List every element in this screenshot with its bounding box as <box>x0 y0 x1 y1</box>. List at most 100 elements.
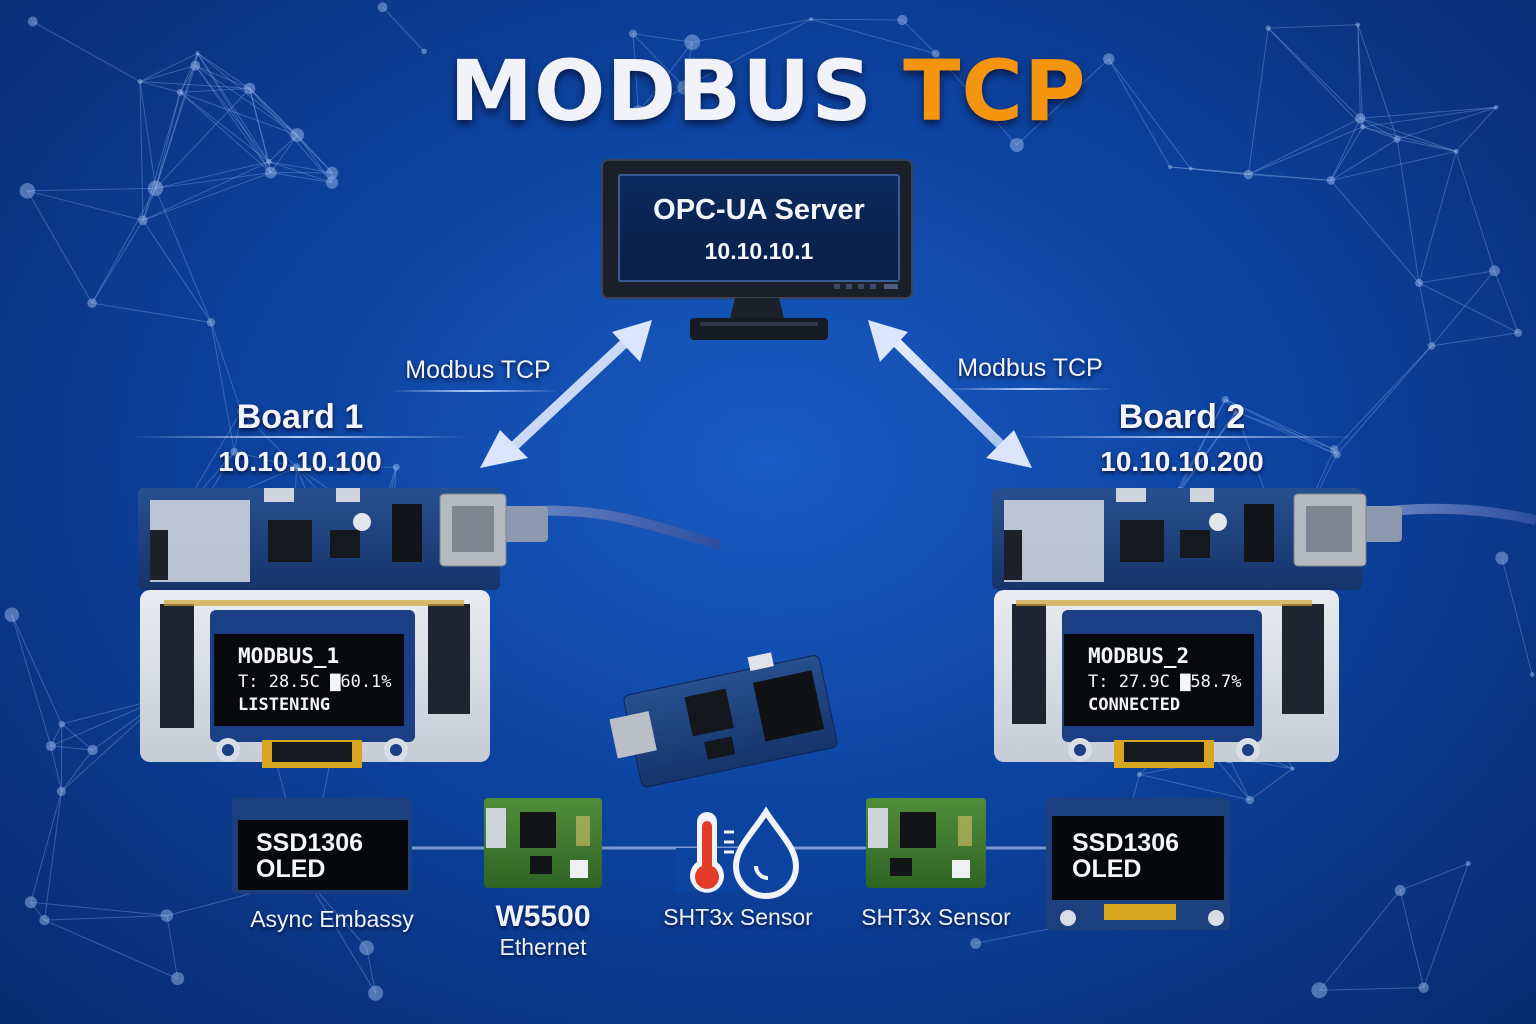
mesh-link <box>155 172 271 189</box>
mesh-link <box>166 915 179 979</box>
mesh-link <box>30 901 167 917</box>
mesh-link <box>210 322 242 412</box>
mesh-link <box>1249 768 1293 801</box>
mesh-node <box>897 14 908 26</box>
mesh-link <box>44 915 167 921</box>
link-arrow-right <box>868 320 1032 468</box>
mesh-link <box>1419 270 1495 284</box>
mesh-link <box>155 65 196 189</box>
mesh-link <box>1318 890 1401 991</box>
link-arrow-left <box>480 320 652 468</box>
mesh-node <box>87 298 97 308</box>
mesh-link <box>1333 345 1432 450</box>
mesh-link <box>1169 166 1191 170</box>
mesh-node <box>1103 53 1115 65</box>
mesh-link <box>30 901 45 921</box>
mesh-link <box>155 53 199 189</box>
mesh-node <box>171 972 185 986</box>
mesh-node <box>1232 408 1240 416</box>
mesh-node <box>1529 672 1535 678</box>
mesh-link <box>684 42 693 88</box>
mesh-node <box>970 937 982 949</box>
mesh-link <box>179 53 199 93</box>
server-screen: OPC-UA Server 10.10.10.1 <box>618 174 900 282</box>
mesh-link <box>1228 757 1251 801</box>
mesh-node <box>1221 395 1229 403</box>
mesh-node <box>230 447 239 456</box>
mesh-node <box>1513 328 1523 337</box>
board-2-oled-name: MODBUS_2 <box>1088 644 1190 668</box>
mesh-node <box>1427 342 1436 350</box>
mesh-link <box>142 161 269 221</box>
mesh-node <box>4 607 20 623</box>
mesh-link <box>1248 173 1331 181</box>
mesh-link <box>692 18 812 43</box>
mesh-link <box>197 53 272 173</box>
mesh-link <box>139 65 196 83</box>
w5500-subtitle: Ethernet <box>499 934 587 960</box>
mesh-node <box>138 215 148 226</box>
oled-left-line2: OLED <box>256 855 326 883</box>
mesh-link <box>1225 398 1338 456</box>
mesh-link <box>50 745 62 792</box>
mesh-node <box>87 744 98 756</box>
mesh-link <box>935 53 1018 146</box>
mesh-link <box>197 52 298 136</box>
mesh-link <box>1330 138 1398 181</box>
mesh-node <box>1245 795 1255 805</box>
mesh-link <box>50 745 93 751</box>
mesh-link <box>296 134 333 183</box>
mesh-link <box>632 33 693 43</box>
mesh-node <box>1465 860 1471 867</box>
link-label-left-underline <box>390 390 560 392</box>
mesh-link <box>139 81 250 89</box>
mesh-link <box>179 91 270 163</box>
mesh-node <box>1330 445 1339 454</box>
mesh-link <box>270 172 333 184</box>
mesh-node <box>631 105 646 120</box>
mesh-link <box>1225 398 1335 450</box>
oled-right-line2: OLED <box>1072 855 1142 883</box>
mesh-node <box>421 48 427 55</box>
sensor-left-caption: SHT3x Sensor <box>663 904 813 930</box>
mesh-node <box>931 49 940 58</box>
mesh-link <box>1418 282 1433 346</box>
mesh-link <box>197 52 250 89</box>
board-1-hardware <box>138 488 722 768</box>
mesh-node <box>377 2 388 13</box>
mesh-link <box>1360 117 1457 152</box>
mesh-node <box>1393 135 1401 143</box>
mesh-link <box>1431 332 1519 347</box>
mesh-link <box>306 878 377 994</box>
mesh-link <box>1360 117 1398 140</box>
mesh-node <box>27 16 38 27</box>
mesh-link <box>249 88 333 183</box>
mesh-node <box>392 463 400 471</box>
mesh-link <box>1247 28 1269 175</box>
sensor-right-caption: SHT3x Sensor <box>861 904 1011 930</box>
mesh-link <box>1423 863 1469 988</box>
mesh-link <box>197 53 270 163</box>
mesh-node <box>292 463 301 472</box>
mesh-link <box>1357 24 1364 127</box>
mesh-node <box>809 17 814 22</box>
mesh-link <box>155 188 212 323</box>
mesh-link <box>1248 126 1364 175</box>
mesh-link <box>296 134 333 174</box>
mesh-node <box>1311 982 1328 999</box>
mesh-link <box>27 190 144 221</box>
mesh-link <box>1362 126 1398 140</box>
mesh-link <box>179 91 272 174</box>
mesh-node <box>265 158 272 165</box>
mesh-link <box>1224 399 1237 413</box>
mesh-node <box>58 720 66 728</box>
mesh-link <box>142 172 271 221</box>
mesh-link <box>249 88 298 136</box>
mesh-link <box>61 723 94 751</box>
mesh-link <box>268 161 333 184</box>
mesh-node <box>160 909 174 922</box>
oled-left-line1: SSD1306 <box>256 829 364 857</box>
board-2-oled-status: CONNECTED <box>1088 695 1181 715</box>
mesh-link <box>1108 58 1171 168</box>
mesh-node <box>1009 137 1024 153</box>
